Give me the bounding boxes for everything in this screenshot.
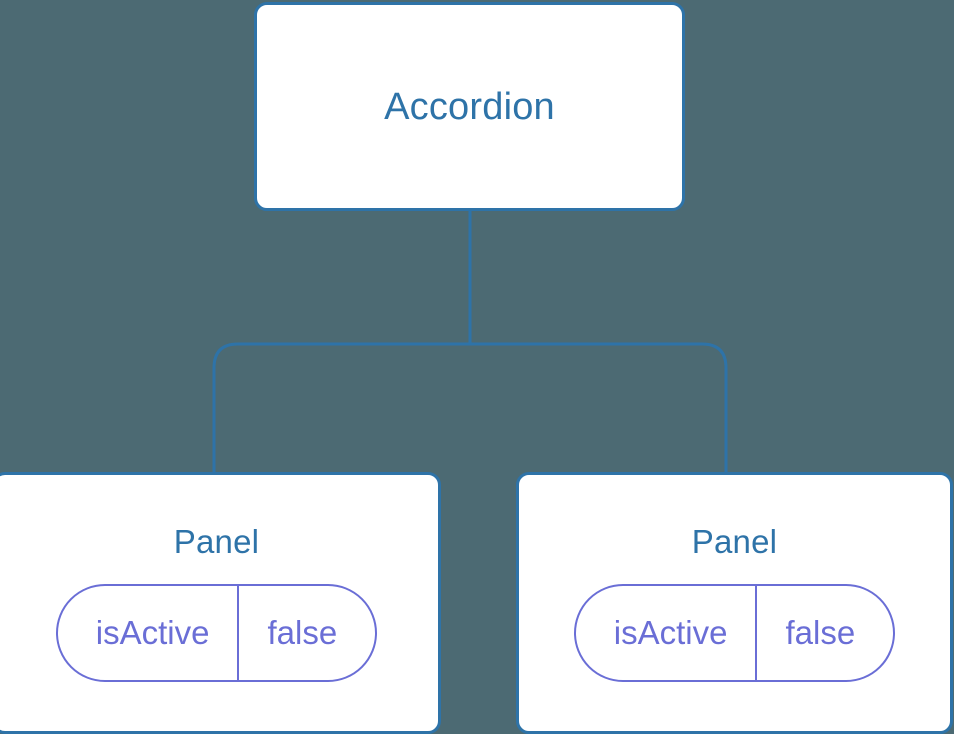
prop-value-isactive-right: false	[755, 585, 893, 680]
connector-branch-bar	[212, 342, 728, 474]
prop-key-isactive-right: isActive	[613, 614, 728, 651]
node-panel-right[interactable]: Panel isActive false	[516, 472, 953, 734]
node-accordion[interactable]: Accordion	[254, 2, 685, 211]
node-panel-left-title: Panel	[173, 522, 260, 560]
prop-key-isactive-left: isActive	[95, 614, 210, 651]
node-accordion-title: Accordion	[384, 85, 555, 128]
node-panel-left[interactable]: Panel isActive false	[0, 472, 441, 734]
prop-pill-panel-right[interactable]: isActive false	[573, 583, 896, 682]
prop-pill-panel-left[interactable]: isActive false	[55, 583, 378, 682]
prop-value-isactive-left: false	[237, 585, 375, 680]
node-panel-right-title: Panel	[691, 522, 778, 560]
